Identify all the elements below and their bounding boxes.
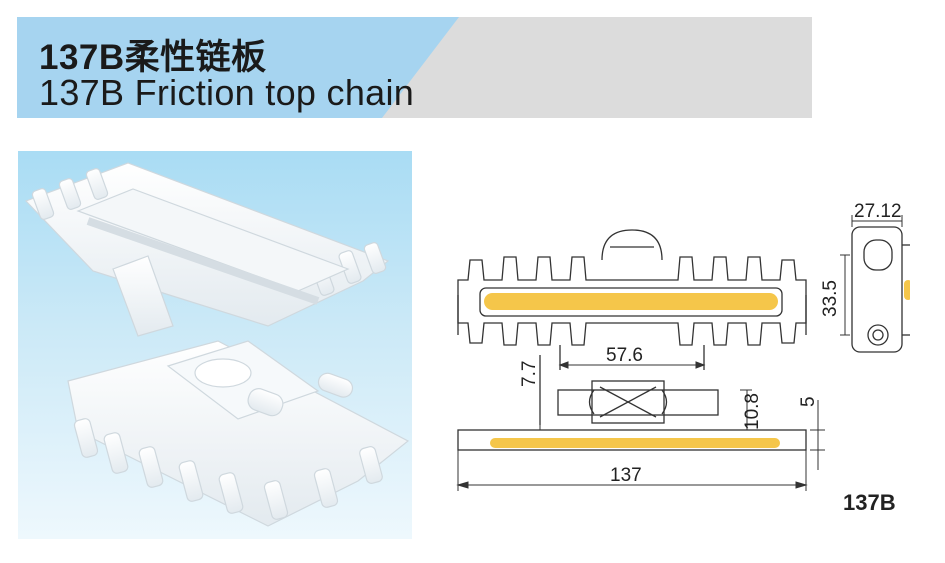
- dim-total-width: 137: [610, 465, 642, 486]
- product-photo: [18, 151, 412, 539]
- base-plate: [457, 429, 807, 451]
- friction-insert-top: [484, 293, 778, 310]
- dim-plate-thickness: 5: [798, 396, 819, 407]
- model-label: 137B: [843, 490, 896, 515]
- dim-offset: 7.7: [519, 361, 540, 387]
- dim-pitch-span: 57.6: [606, 345, 643, 366]
- page-title-chinese: 137B柔性链板: [39, 38, 267, 77]
- page-title-english: 137B Friction top chain: [39, 72, 415, 113]
- lower-chain-link: [67, 340, 410, 527]
- header-background: [17, 17, 812, 118]
- header-banner: 137B柔性链板 137B Friction top chain: [17, 17, 812, 118]
- plan-view: [457, 229, 807, 346]
- technical-drawing: 27.12 33.5 57.6 7.7 10.8 5 137: [456, 201, 910, 491]
- friction-insert-bottom: [490, 438, 780, 448]
- dim-top-width: 27.12: [854, 201, 902, 222]
- side-friction-strip: [904, 280, 910, 300]
- dim-side-height: 33.5: [820, 280, 841, 317]
- chain-link-photo: [24, 162, 410, 527]
- side-view: [851, 226, 910, 353]
- dim-hinge-height: 10.8: [742, 393, 763, 430]
- hinge-section: [539, 345, 719, 425]
- dimension-lines: [456, 215, 903, 491]
- upper-chain-link: [24, 162, 390, 337]
